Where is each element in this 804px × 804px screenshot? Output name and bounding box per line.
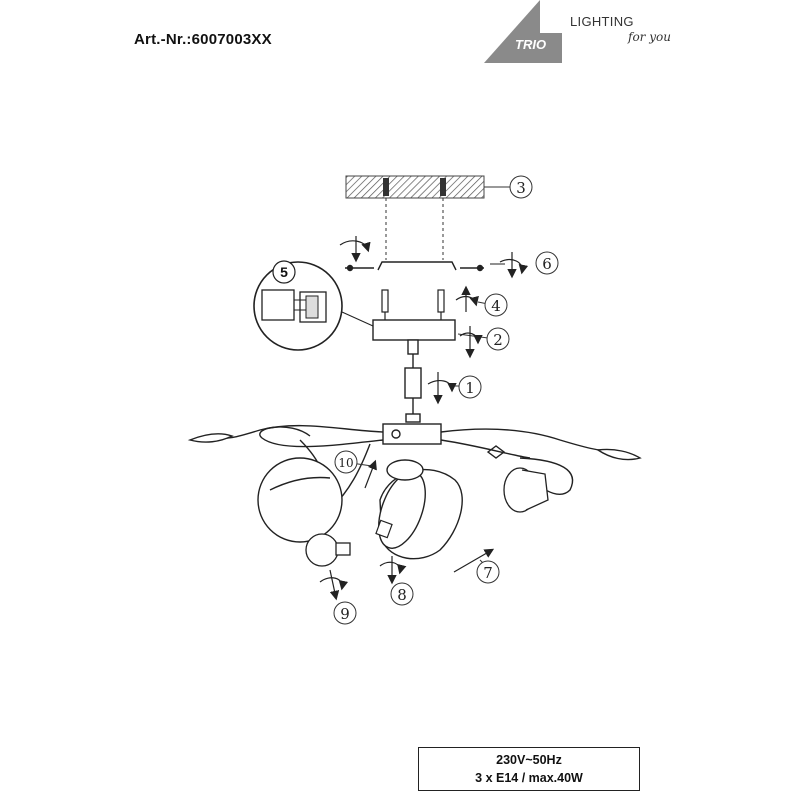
shade-left <box>257 457 343 543</box>
logo-tagline: for you <box>628 30 671 44</box>
logo-brand: TRIO <box>515 37 547 52</box>
spec-bulbs: 3 x E14 / max.40W <box>475 771 583 785</box>
callout-2: 2 <box>486 327 510 351</box>
callout-9: 9 <box>333 601 357 625</box>
svg-text:3: 3 <box>516 179 526 197</box>
logo-lighting: LIGHTING <box>570 14 634 29</box>
svg-text:2: 2 <box>493 331 503 349</box>
bulb <box>305 533 351 567</box>
logo-bar <box>512 33 562 63</box>
svg-text:8: 8 <box>397 586 407 604</box>
socket-right <box>503 467 549 513</box>
svg-text:4: 4 <box>491 297 501 315</box>
mounting-bracket <box>345 261 505 272</box>
lamp-body <box>187 423 642 511</box>
callout-3: 3 <box>509 175 533 199</box>
rotation-arrows <box>319 236 529 601</box>
svg-text:10: 10 <box>338 456 353 470</box>
svg-text:1: 1 <box>465 379 475 397</box>
article-number: Art.-Nr.:6007003XX <box>134 31 272 48</box>
svg-text:9: 9 <box>340 605 350 623</box>
inset-detail: 5 <box>253 260 374 351</box>
callout-4: 4 <box>484 293 508 317</box>
ceiling-slab <box>345 175 510 260</box>
trio-logo <box>484 0 562 63</box>
callout-1: 1 <box>458 375 482 399</box>
canopy <box>372 319 456 355</box>
svg-text:6: 6 <box>542 255 552 273</box>
inset-label: 5 <box>280 264 288 280</box>
callout-7: 7 <box>476 560 500 584</box>
spec-box: 230V~50Hz 3 x E14 / max.40W <box>418 747 640 791</box>
rod <box>404 354 422 423</box>
spec-voltage: 230V~50Hz <box>496 753 562 767</box>
callout-10: 10 <box>334 450 358 474</box>
svg-text:7: 7 <box>483 564 493 582</box>
nut <box>375 519 393 539</box>
shade-center <box>378 459 463 560</box>
callout-8: 8 <box>390 582 414 606</box>
callout-6: 6 <box>535 251 559 275</box>
screws <box>381 289 445 320</box>
